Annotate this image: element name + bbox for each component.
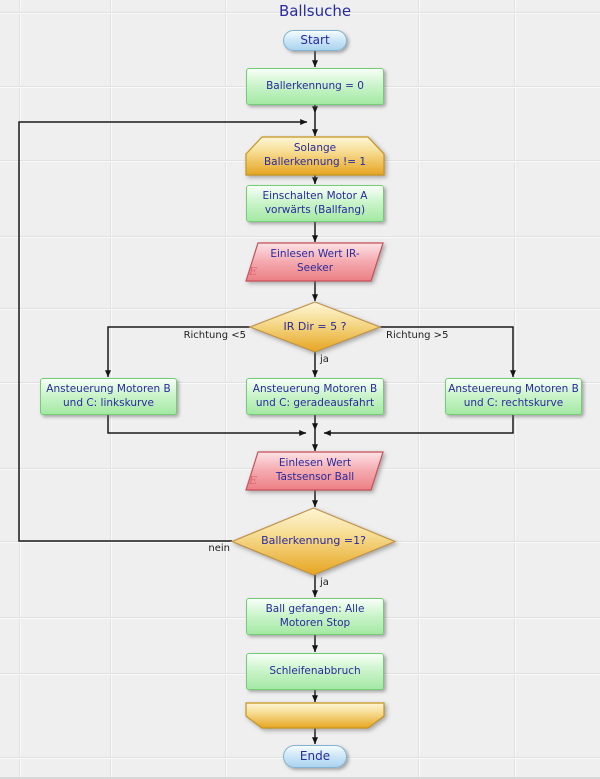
edge-label-nein: nein [208, 543, 230, 554]
io-e-marker: E [249, 474, 258, 487]
grid-line [418, 0, 420, 779]
edge-label-ja-ir: ja [320, 354, 329, 365]
loop-end-shape [245, 702, 385, 729]
node-loop-end[interactable] [245, 702, 385, 729]
node-read-ir[interactable]: Einlesen Wert IR- Seeker [245, 242, 384, 282]
connector-merge-left [107, 415, 307, 436]
node-ball-caught-label: Ball gefangen: Alle Motoren Stop [265, 602, 365, 629]
node-decision-ir-label: IR Dir = 5 ? [283, 319, 347, 333]
node-branch-right-label: Ansteuereung Motoren B und C: rechtskurv… [448, 382, 579, 409]
node-init[interactable]: Ballerkennung = 0 [246, 68, 384, 105]
loop-start-shape [245, 136, 385, 176]
decision-diamond-shape [248, 301, 382, 353]
node-start[interactable]: Start [283, 30, 347, 51]
node-branch-right[interactable]: Ansteuereung Motoren B und C: rechtskurv… [445, 378, 582, 415]
node-start-label: Start [300, 32, 330, 47]
node-read-touch-label: Einlesen Wert Tastsensor Ball [275, 457, 355, 483]
connector-merge-right [323, 415, 514, 436]
node-end[interactable]: Ende [283, 745, 347, 768]
node-branch-left[interactable]: Ansteuerung Motoren B und C: linkskurve [40, 378, 177, 415]
node-decision-ball-label: Ballerkennung =1? [261, 534, 366, 548]
grid-line [19, 0, 21, 779]
node-loop-start[interactable]: Solange Ballerkennung != 1 [245, 136, 385, 176]
io-parallelogram-shape [245, 242, 384, 282]
node-read-ir-label: Einlesen Wert IR- Seeker [270, 248, 360, 274]
node-branch-mid[interactable]: Ansteuerung Motoren B und C: geradeausfa… [246, 378, 384, 415]
node-motor-a[interactable]: Einschalten Motor A vorwärts (Ballfang) [246, 185, 384, 222]
node-loop-break[interactable]: Schleifenabbruch [246, 653, 384, 690]
node-motor-a-label: Einschalten Motor A vorwärts (Ballfang) [262, 189, 368, 216]
edge-label-ja-ball: ja [320, 577, 329, 588]
node-loop-break-label: Schleifenabbruch [269, 664, 361, 677]
connector-branch-left [105, 326, 250, 378]
connector-branch-right [380, 326, 516, 378]
node-decision-ir[interactable]: IR Dir = 5 ? [248, 301, 382, 353]
grid-line [0, 236, 600, 238]
node-init-label: Ballerkennung = 0 [266, 79, 364, 92]
canvas-bottom-edge [0, 777, 600, 779]
edge-label-richtung-groesser: Richtung >5 [386, 330, 449, 341]
edge-label-richtung-kleiner: Richtung <5 [183, 330, 246, 341]
diagram-title: Ballsuche [278, 2, 352, 20]
node-branch-mid-label: Ansteuerung Motoren B und C: geradeausfa… [252, 382, 378, 409]
node-read-touch[interactable]: Einlesen Wert Tastsensor Ball [245, 451, 384, 491]
grid-line [225, 0, 227, 779]
node-ball-caught[interactable]: Ball gefangen: Alle Motoren Stop [246, 598, 384, 635]
node-branch-left-label: Ansteuerung Motoren B und C: linkskurve [46, 382, 171, 409]
connector-feedback-nein [18, 119, 308, 542]
decision-diamond-shape [230, 507, 397, 576]
node-loop-start-label: Solange Ballerkennung != 1 [263, 142, 367, 168]
io-e-marker: E [249, 265, 258, 278]
io-parallelogram-shape [245, 451, 384, 491]
node-decision-ball[interactable]: Ballerkennung =1? [230, 507, 397, 576]
grid-line [0, 12, 600, 14]
node-end-label: Ende [299, 748, 331, 763]
